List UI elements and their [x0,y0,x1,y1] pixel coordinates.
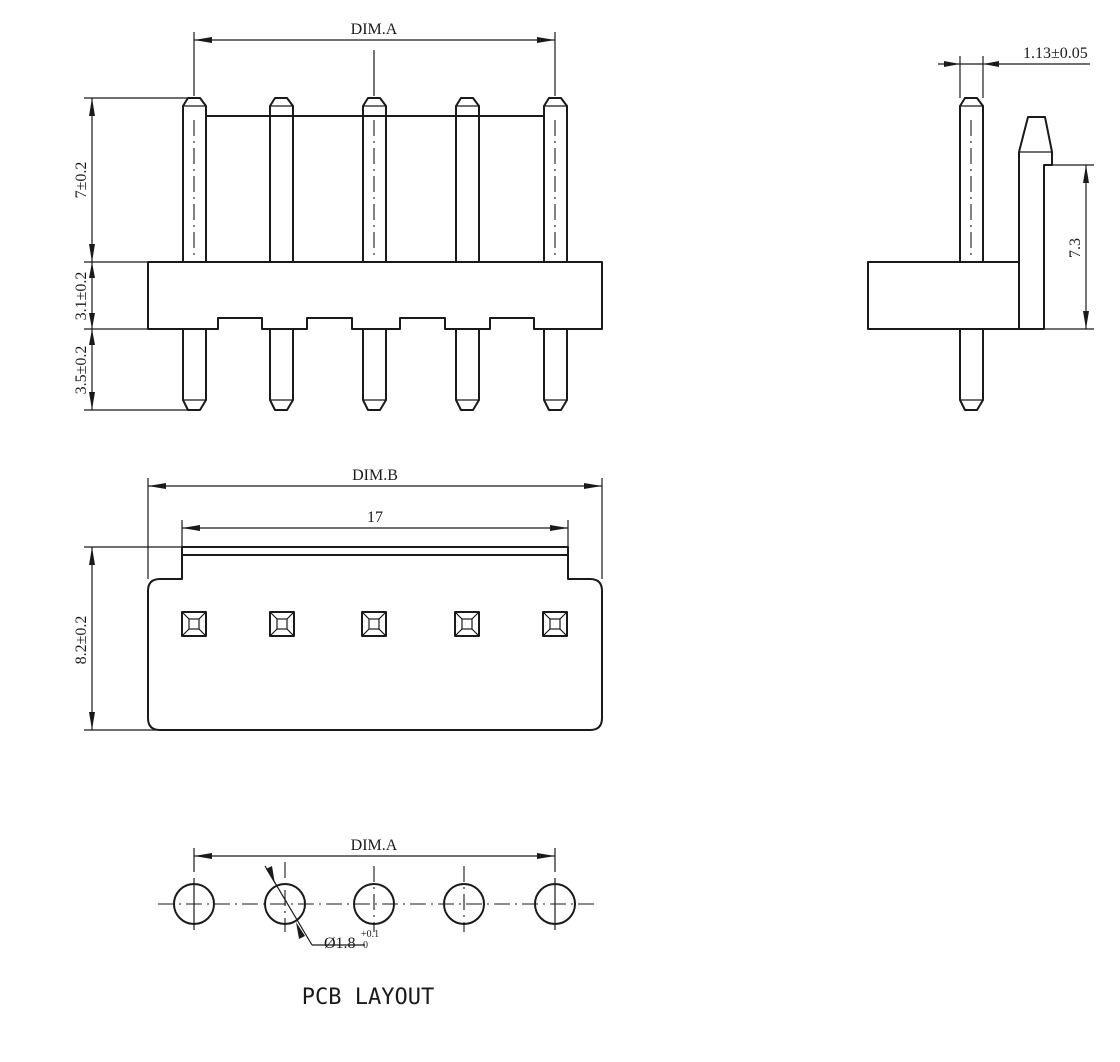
upper-pins [182,97,568,263]
lower-pins [182,328,568,411]
dim-b-dimension: DIM.B [147,467,603,579]
side-pin-offset-dimension: 1.13±0.05 [938,45,1090,98]
pcb-layout-caption: PCB LAYOUT [302,985,434,1010]
side-height-dimension: 7.3 [1044,164,1094,330]
dim-a-top-label: DIM.A [351,21,398,38]
pin-lower-length-label: 3.5±0.2 [73,346,90,395]
housing-height-label: 3.1±0.2 [73,272,90,321]
dim-a-pcb-dimension: DIM.A [193,837,556,872]
top-view: DIM.B 17 8.2±0.2 [73,467,603,731]
side-view: 1.13±0.05 7.3 [867,45,1094,411]
top-housing [147,546,603,731]
body-depth-label: 8.2±0.2 [73,616,90,665]
body-depth-dimension: 8.2±0.2 [73,546,182,731]
front-housing [147,261,603,330]
side-height-label: 7.3 [1067,238,1084,258]
side-housing [867,261,1020,330]
hole-diameter-callout: Ø1.8 +0.1 0 [264,865,379,952]
hole-diameter-label: Ø1.8 [324,935,356,952]
inner-width-label: 17 [367,509,383,526]
pcb-layout: DIM.A Ø1.8 +0.1 0 PCB LAYOUT [158,837,596,1010]
front-view: DIM.A 7±0.2 3.1±0.2 3.5±0.2 [73,21,603,411]
left-height-dimensions: 7±0.2 3.1±0.2 3.5±0.2 [73,97,188,411]
dim-b-label: DIM.B [352,467,398,484]
pin-squares [181,611,568,637]
inner-width-dimension: 17 [181,509,569,547]
dim-a-pcb-label: DIM.A [351,837,398,854]
dim-a-top-dimension: DIM.A [193,21,556,96]
pcb-holes [173,862,576,932]
hole-tolerance-minus: 0 [363,940,368,951]
hole-tolerance-plus: +0.1 [361,929,379,940]
pin-upper-length-label: 7±0.2 [73,162,90,199]
side-pin-offset-label: 1.13±0.05 [1023,45,1088,62]
